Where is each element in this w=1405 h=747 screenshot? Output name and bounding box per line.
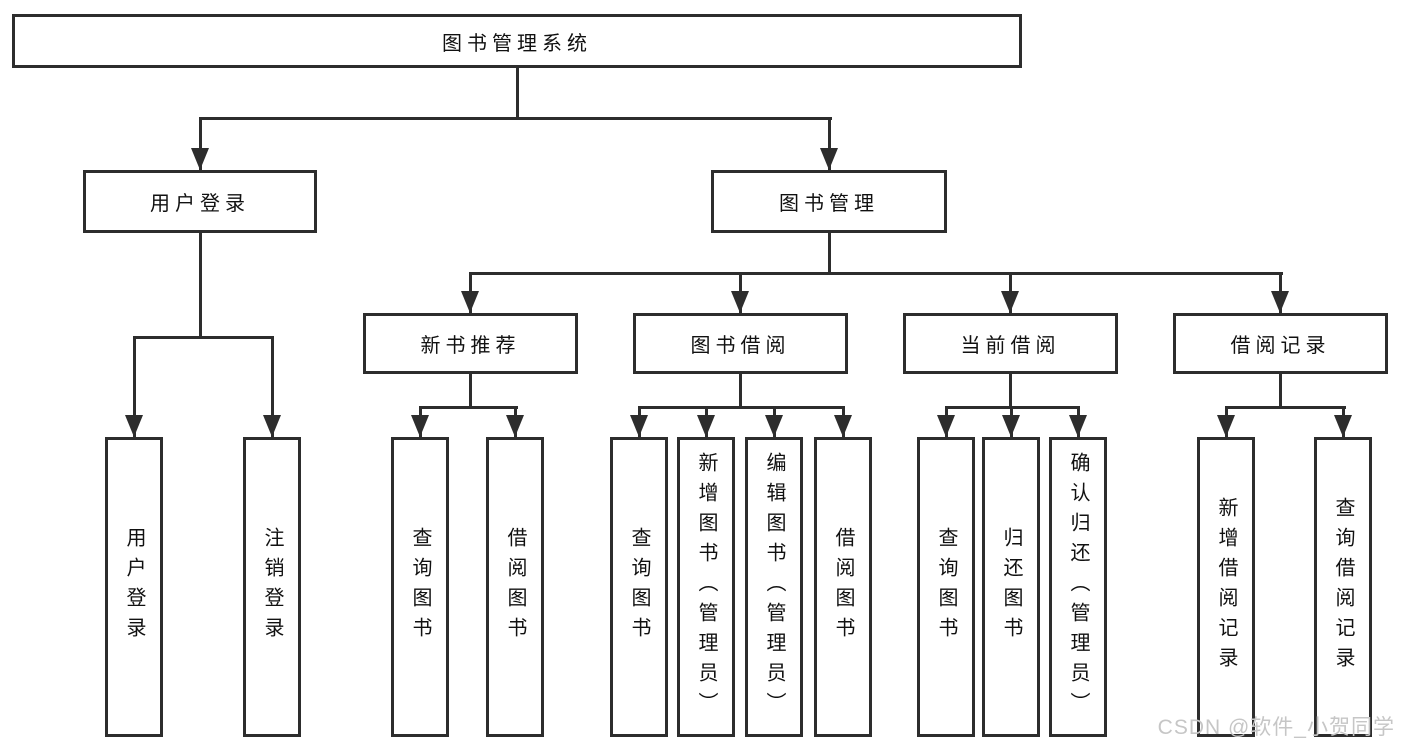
arrow-down-icon: [937, 415, 955, 437]
connector-to-user-login: [199, 117, 202, 170]
leaf-borrow-books-recommend-label: 借阅图书: [504, 527, 526, 647]
leaf-logout: 注销登录: [243, 437, 301, 737]
node-user-login-label: 用户登录: [150, 193, 250, 215]
leaf-add-borrow-record-label: 新增借阅记录: [1215, 497, 1237, 677]
arrow-down-icon: [1334, 415, 1352, 437]
arrow-down-icon: [1217, 415, 1235, 437]
connector-to-book-management: [828, 117, 831, 170]
leaf-query-books-recommend-label: 查询图书: [409, 527, 431, 647]
connector-user-login-stem: [199, 233, 202, 338]
leaf-add-books-admin-label: 新增图书（管理员）: [695, 452, 717, 722]
arrow-down-icon: [834, 415, 852, 437]
node-library-system-label: 图书管理系统: [442, 32, 592, 55]
leaf-borrow-books-label: 借阅图书: [832, 527, 854, 647]
node-library-system: 图书管理系统: [12, 14, 1022, 68]
node-current-borrowing: 当前借阅: [903, 313, 1118, 374]
leaf-user-login-label: 用户登录: [123, 527, 145, 647]
connector-to-leaf-user-login: [133, 336, 136, 437]
connector-book-management-rail: [469, 272, 1283, 275]
node-current-borrowing-label: 当前借阅: [960, 335, 1061, 357]
node-book-borrowing-label: 图书借阅: [690, 335, 791, 357]
csdn-watermark: CSDN @软件_小贺同学: [1157, 716, 1395, 739]
leaf-edit-books-admin-label: 编辑图书（管理员）: [763, 452, 785, 722]
node-borrowing-records: 借阅记录: [1173, 313, 1388, 374]
connector-book-management-stem: [828, 233, 831, 275]
node-new-book-recommend-label: 新书推荐: [420, 335, 521, 357]
arrow-down-icon: [820, 148, 838, 170]
node-borrowing-records-label: 借阅记录: [1230, 335, 1331, 357]
arrow-down-icon: [1002, 415, 1020, 437]
arrow-down-icon: [411, 415, 429, 437]
node-user-login: 用户登录: [83, 170, 317, 233]
arrow-down-icon: [731, 291, 749, 313]
arrow-down-icon: [697, 415, 715, 437]
leaf-borrow-books-recommend: 借阅图书: [486, 437, 544, 737]
connector-to-leaf-logout: [271, 336, 274, 437]
leaf-confirm-return-admin-label: 确认归还（管理员）: [1067, 452, 1089, 722]
connector-recommend-stem: [469, 374, 472, 408]
leaf-return-books-label: 归还图书: [1000, 527, 1022, 647]
arrow-down-icon: [191, 148, 209, 170]
connector-borrowing-stem: [739, 374, 742, 408]
leaf-query-borrow-record: 查询借阅记录: [1314, 437, 1372, 737]
node-book-borrowing: 图书借阅: [633, 313, 848, 374]
connector-borrowing-rail: [638, 406, 845, 409]
arrow-down-icon: [506, 415, 524, 437]
arrow-down-icon: [461, 291, 479, 313]
leaf-query-books-current-label: 查询图书: [935, 527, 957, 647]
connector-records-rail: [1225, 406, 1346, 409]
node-book-management: 图书管理: [711, 170, 947, 233]
arrow-down-icon: [765, 415, 783, 437]
leaf-confirm-return-admin: 确认归还（管理员）: [1049, 437, 1107, 737]
node-new-book-recommend: 新书推荐: [363, 313, 578, 374]
leaf-query-borrow-record-label: 查询借阅记录: [1332, 497, 1354, 677]
connector-root-stem: [516, 68, 519, 120]
connector-root-rail: [199, 117, 832, 120]
leaf-return-books: 归还图书: [982, 437, 1040, 737]
leaf-query-books-borrowing: 查询图书: [610, 437, 668, 737]
arrow-down-icon: [1069, 415, 1087, 437]
connector-records-stem: [1279, 374, 1282, 408]
leaf-add-books-admin: 新增图书（管理员）: [677, 437, 735, 737]
node-book-management-label: 图书管理: [779, 193, 879, 215]
leaf-query-books-current: 查询图书: [917, 437, 975, 737]
leaf-edit-books-admin: 编辑图书（管理员）: [745, 437, 803, 737]
leaf-user-login: 用户登录: [105, 437, 163, 737]
connector-current-stem: [1009, 374, 1012, 408]
arrow-down-icon: [1271, 291, 1289, 313]
arrow-down-icon: [125, 415, 143, 437]
leaf-query-books-recommend: 查询图书: [391, 437, 449, 737]
leaf-logout-label: 注销登录: [261, 527, 283, 647]
connector-user-login-rail: [133, 336, 274, 339]
arrow-down-icon: [263, 415, 281, 437]
leaf-borrow-books: 借阅图书: [814, 437, 872, 737]
leaf-add-borrow-record: 新增借阅记录: [1197, 437, 1255, 737]
connector-recommend-rail: [419, 406, 518, 409]
leaf-query-books-borrowing-label: 查询图书: [628, 527, 650, 647]
arrow-down-icon: [630, 415, 648, 437]
arrow-down-icon: [1001, 291, 1019, 313]
